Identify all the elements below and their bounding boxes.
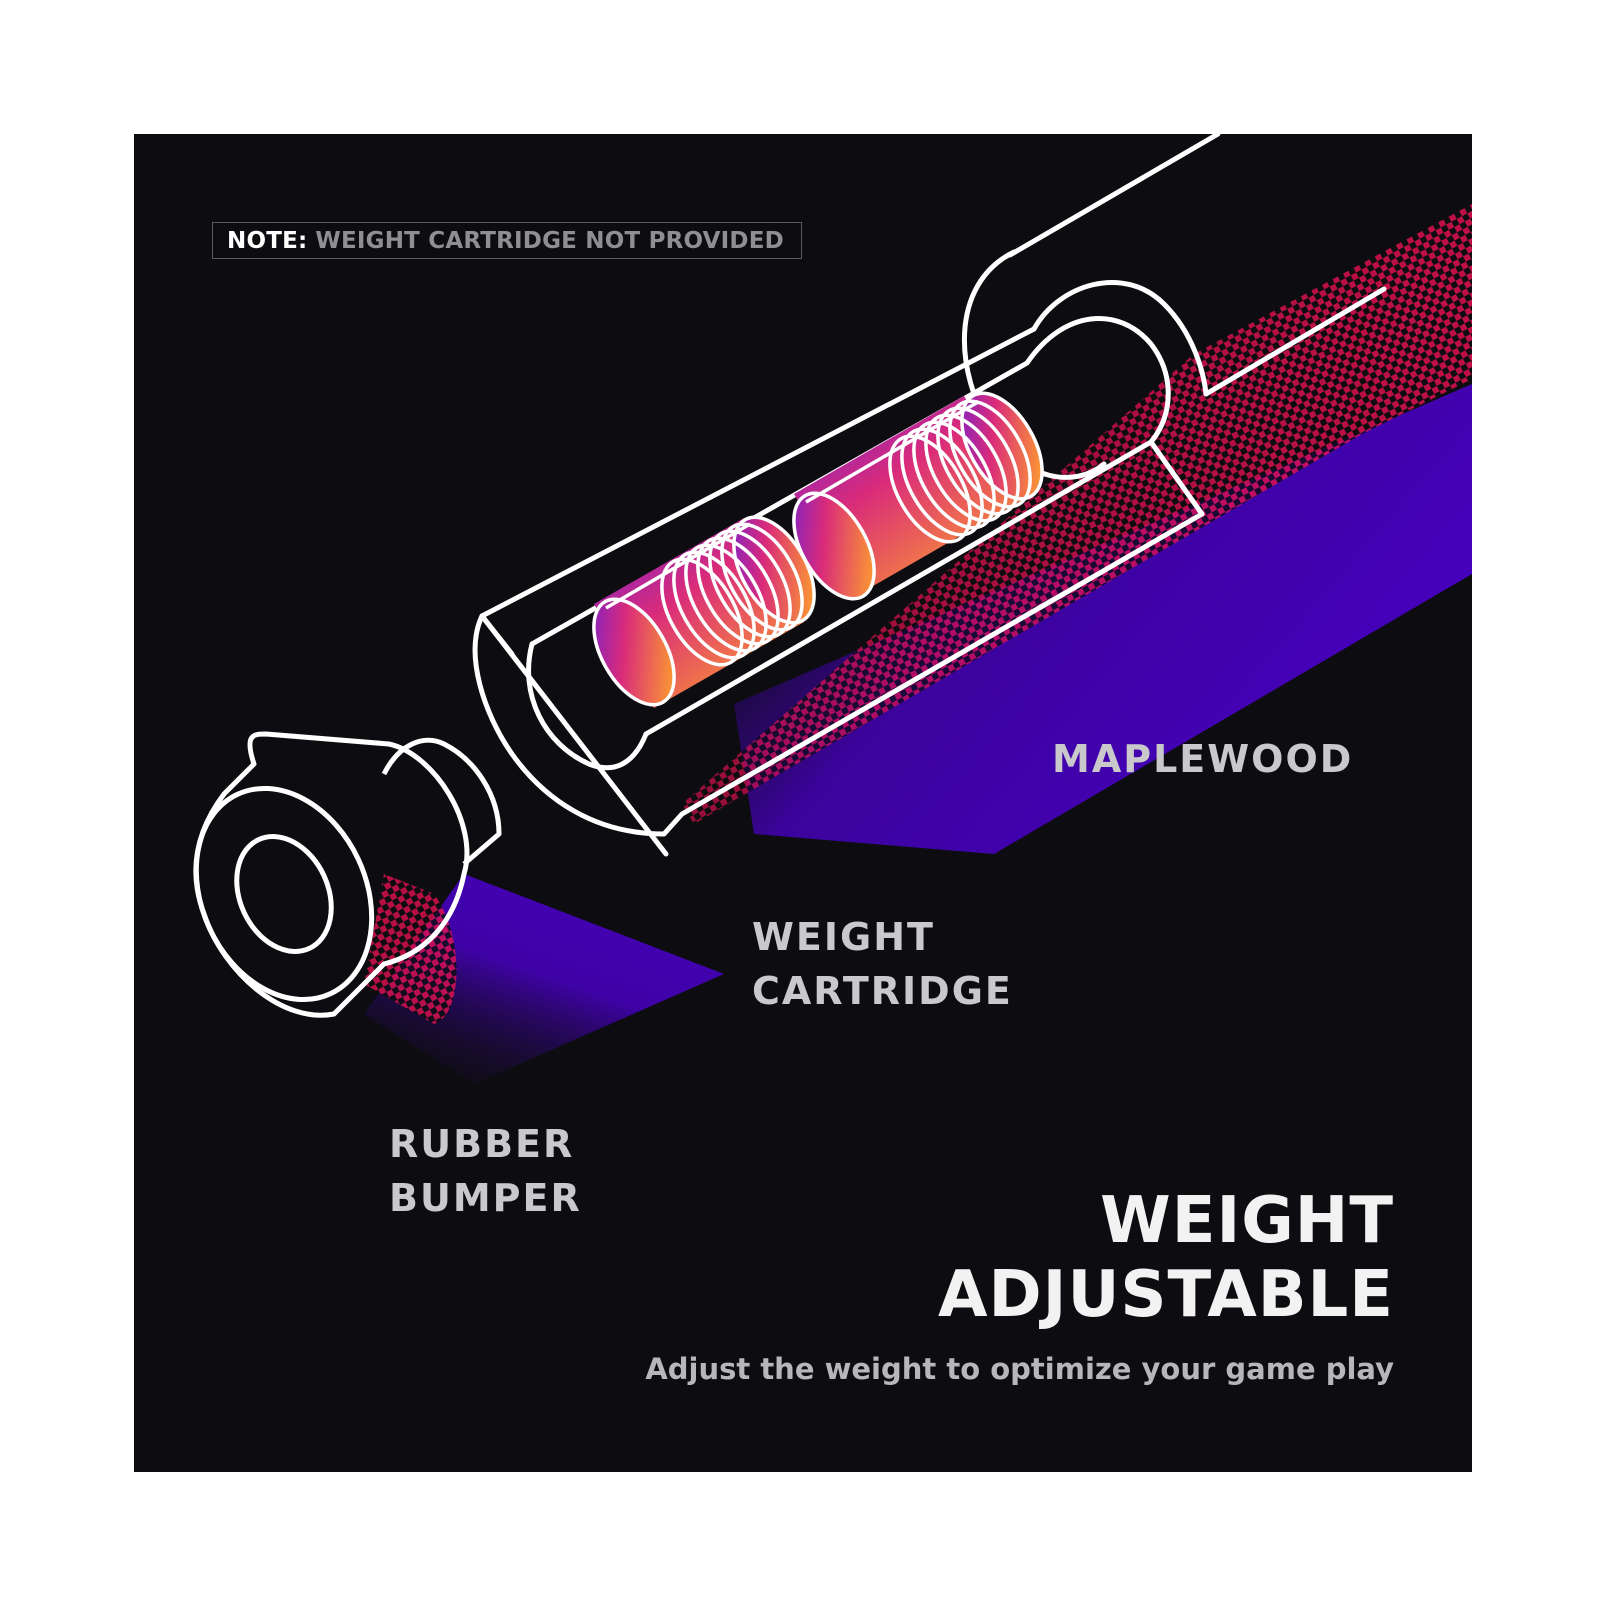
maplewood-label: MAPLEWOOD bbox=[1052, 732, 1353, 786]
note-text: WEIGHT CARTRIDGE NOT PROVIDED bbox=[315, 227, 784, 254]
product-panel: NOTE: WEIGHT CARTRIDGE NOT PROVIDED MAPL… bbox=[134, 134, 1472, 1472]
weight-disc-icon bbox=[792, 391, 1044, 601]
butt-shadow bbox=[734, 384, 1472, 854]
headline: WEIGHT ADJUSTABLE bbox=[938, 1184, 1394, 1332]
maplewood-texture bbox=[682, 204, 1472, 824]
bumper-shadow bbox=[364, 874, 724, 1084]
cue-cross-section-illustration bbox=[193, 134, 1472, 1084]
weight-cartridge-label-line: WEIGHT bbox=[752, 915, 935, 959]
weight-cartridge-label: WEIGHT CARTRIDGE bbox=[752, 910, 1013, 1018]
subtitle: Adjust the weight to optimize your game … bbox=[645, 1352, 1394, 1386]
rubber-bumper-label: RUBBER BUMPER bbox=[389, 1117, 582, 1225]
headline-line: ADJUSTABLE bbox=[937, 1258, 1394, 1332]
rubber-bumper-label-line: RUBBER bbox=[389, 1122, 575, 1166]
headline-line: WEIGHT bbox=[1100, 1184, 1394, 1258]
weight-disc-icon bbox=[592, 515, 816, 708]
note-banner: NOTE: WEIGHT CARTRIDGE NOT PROVIDED bbox=[212, 222, 802, 259]
maplewood-label-text: MAPLEWOOD bbox=[1052, 737, 1354, 781]
note-label: NOTE: bbox=[227, 227, 308, 254]
rubber-bumper-label-line: BUMPER bbox=[389, 1176, 582, 1220]
weight-cartridge-label-line: CARTRIDGE bbox=[752, 969, 1013, 1013]
rubber-bumper-illustration bbox=[193, 731, 502, 1024]
